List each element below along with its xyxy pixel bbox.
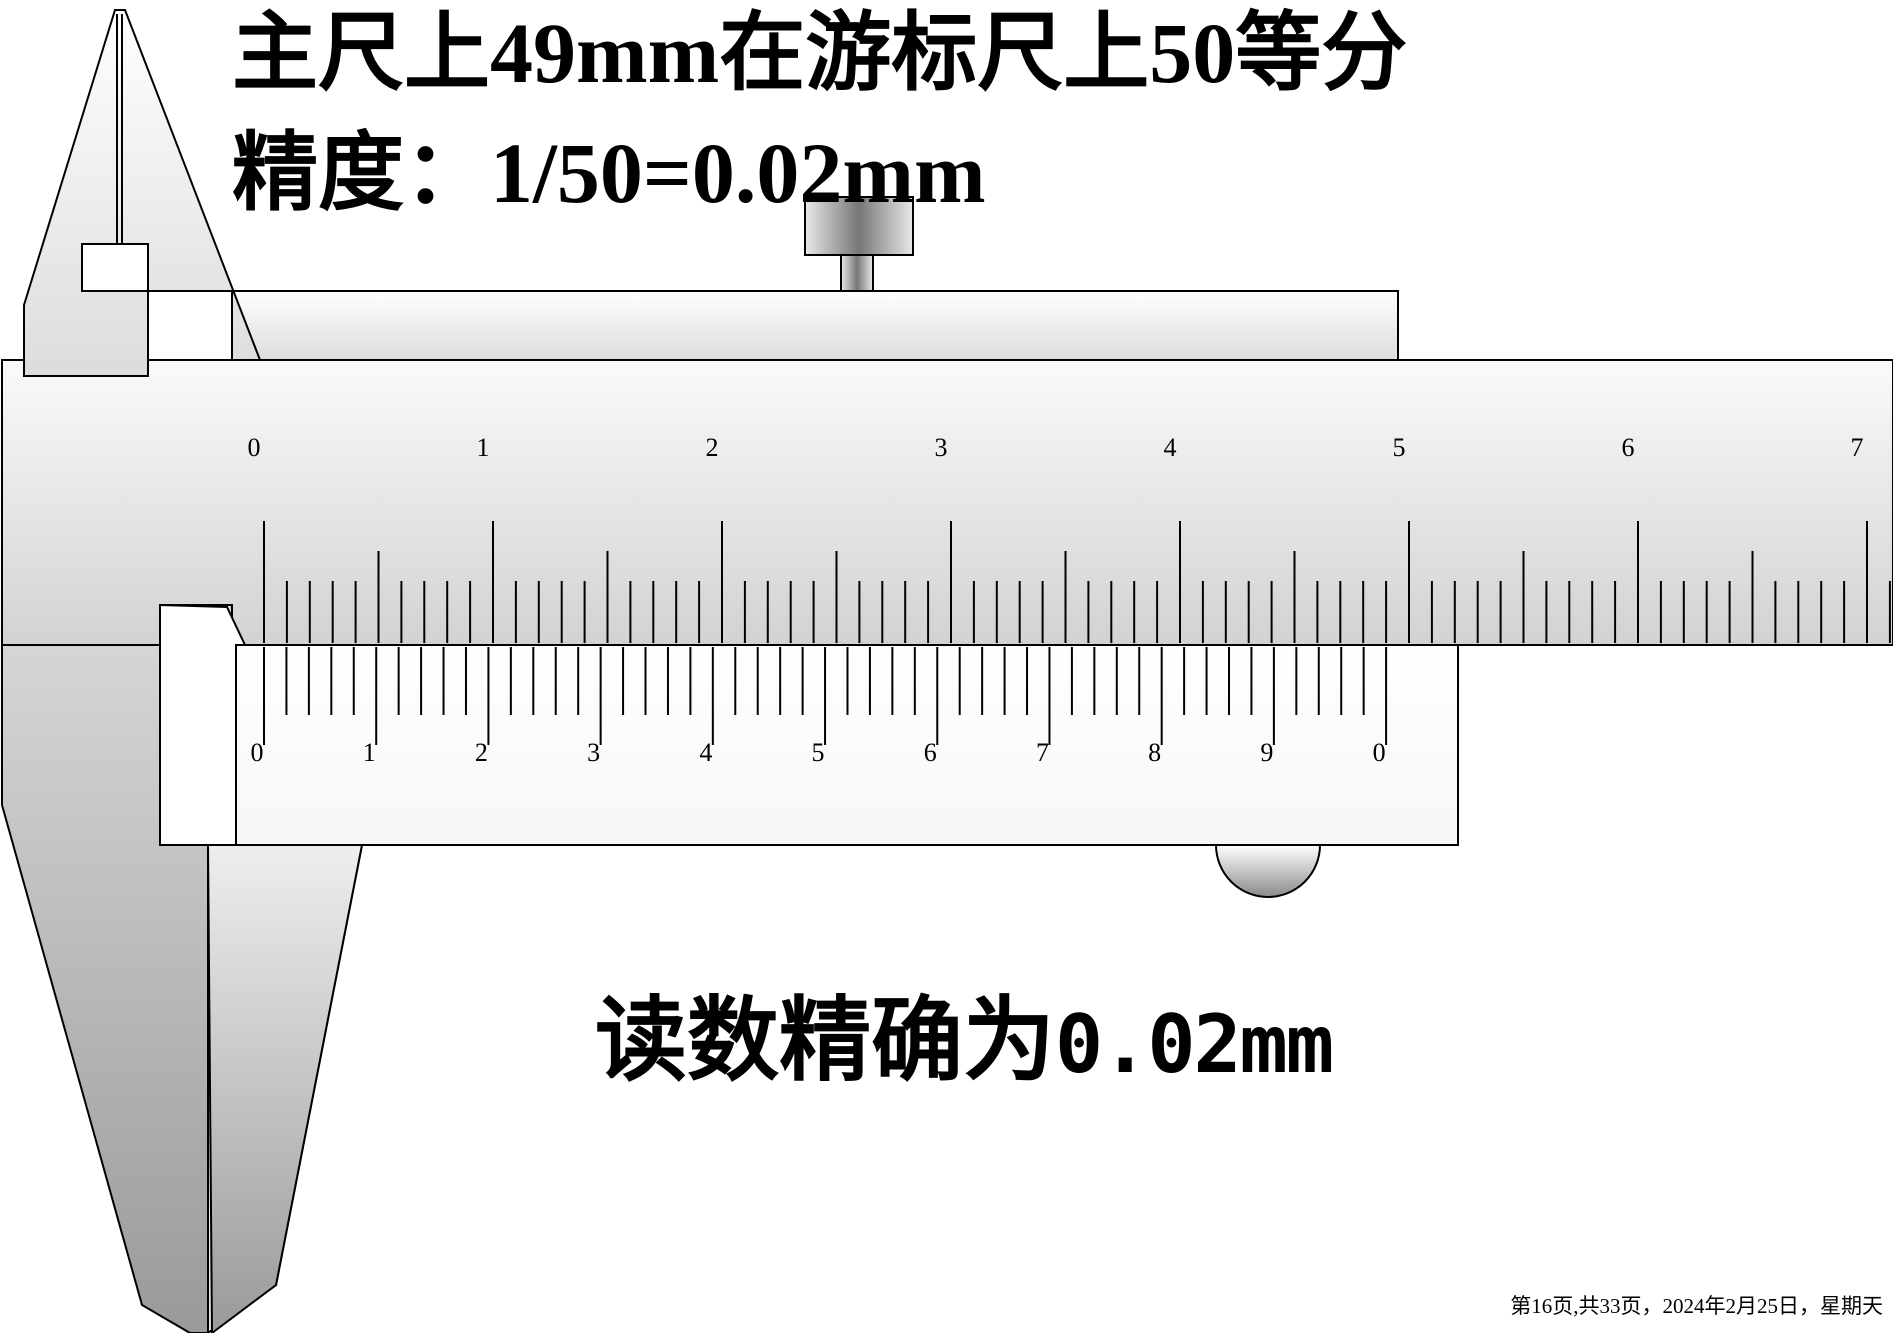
page-footer: 第16页,共33页，2024年2月25日，星期天 [1510,1294,1883,1318]
vernier-scale-labels: 0 1 2 3 4 5 6 7 8 9 0 [251,738,1386,767]
vernier-scale-label: 9 [1260,738,1273,767]
caption-value: 0.02mm [1055,998,1334,1091]
thumb-wheel [1214,844,1322,898]
vernier-scale-label: 8 [1148,738,1161,767]
main-scale-labels: 0 1 2 3 4 5 6 7 [248,433,1864,462]
main-scale-ticks [263,521,1891,643]
jaw-slot [81,243,149,292]
vernier-scale-label: 5 [812,738,825,767]
vernier-scale-label: 2 [475,738,488,767]
title-line-1: 主尺上49mm在游标尺上50等分 [232,5,1408,101]
main-scale-label: 5 [1393,433,1406,462]
fixed-upper-jaw [23,9,262,377]
vernier-scale-label: 0 [251,738,264,767]
lock-screw-stem [840,254,874,292]
main-beam [1,359,1893,646]
main-scale-label: 4 [1164,433,1177,462]
title-line-2: 精度：1/50=0.02mm [232,125,986,221]
main-scale-label: 2 [706,433,719,462]
jaw-gap [159,603,247,846]
main-scale-label: 0 [248,433,261,462]
vernier-scale-label: 4 [699,738,712,767]
main-scale-label: 1 [477,433,490,462]
main-scale-label: 6 [1622,433,1635,462]
vernier-scale-label: 0 [1373,738,1386,767]
vernier-scale-label: 6 [924,738,937,767]
main-scale-label: 3 [935,433,948,462]
lock-screw-head [804,196,914,256]
caption-text: 读数精确为 [595,987,1056,1094]
main-scale-label: 7 [1851,433,1864,462]
vernier-scale-label: 7 [1036,738,1049,767]
vernier-scale-ticks [263,647,1388,745]
vernier-scale-label: 3 [587,738,600,767]
reading-precision-caption: 读数精确为0.02mm [595,995,1334,1087]
vernier-lower-jaw [206,844,364,1333]
depth-rail [231,290,1399,362]
vernier-scale-label: 1 [363,738,376,767]
